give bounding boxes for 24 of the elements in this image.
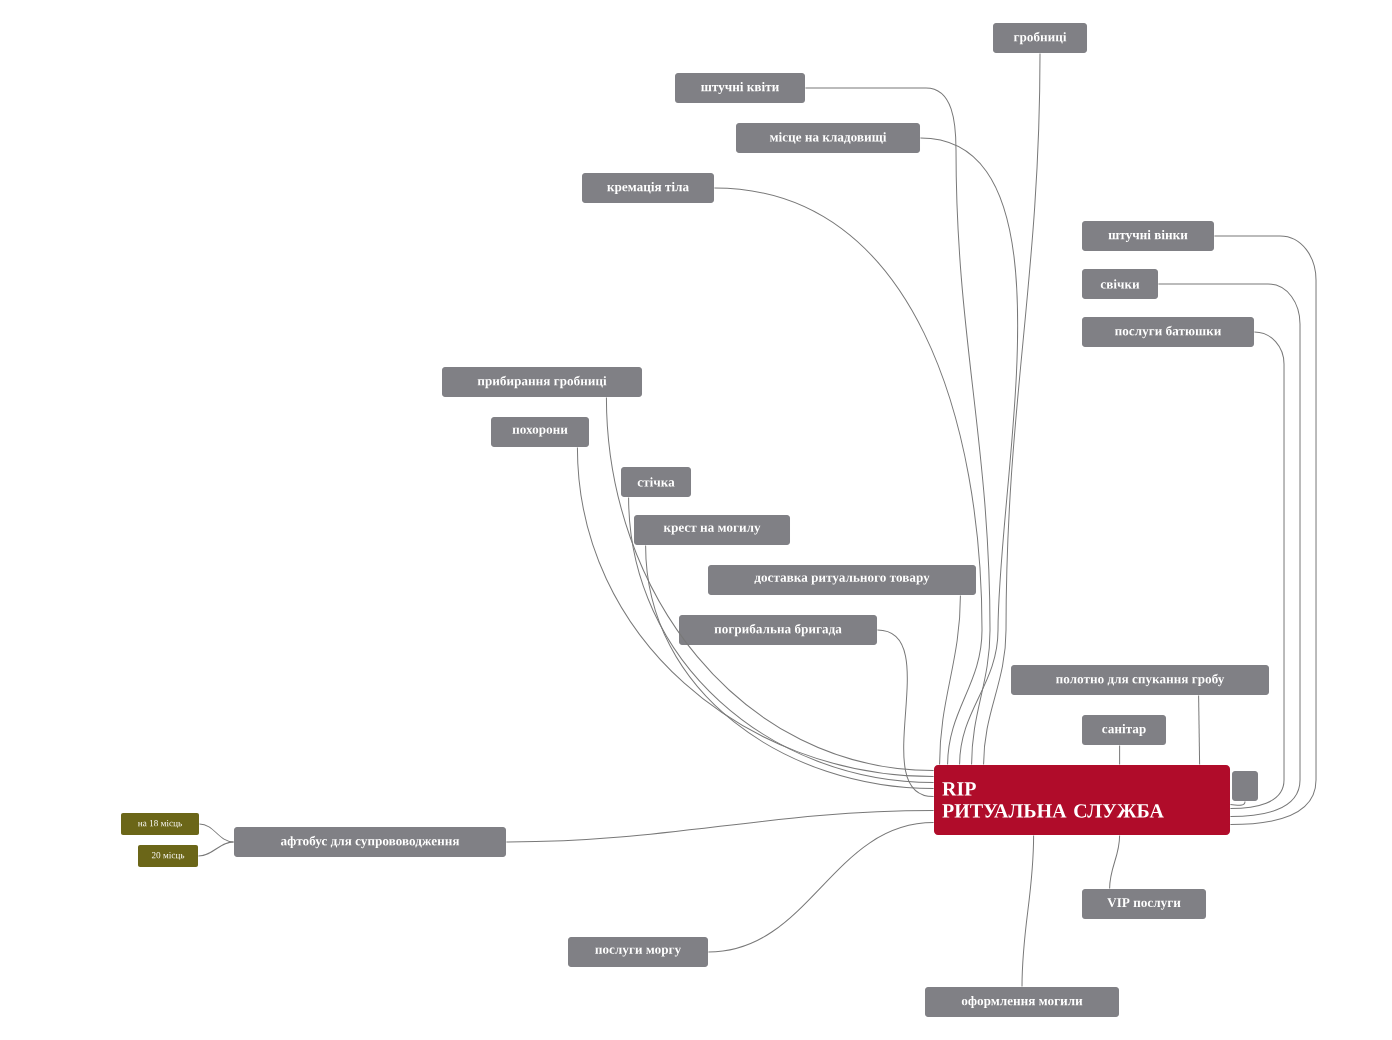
connector-line xyxy=(576,446,935,778)
connector-line xyxy=(804,87,991,766)
connector-line xyxy=(645,544,935,790)
connector-line xyxy=(983,52,1041,766)
connector-line xyxy=(919,137,1019,766)
connector-line xyxy=(876,629,935,798)
connector-line xyxy=(1109,834,1121,890)
connector-line xyxy=(505,810,935,843)
connector-line xyxy=(198,823,235,843)
connector-line xyxy=(939,594,961,766)
central-topic-box: RIP РИТУАЛЬНА СЛУЖБА xyxy=(934,765,1230,835)
connector-line xyxy=(1229,331,1285,810)
connector-line xyxy=(197,841,235,857)
topic-box xyxy=(1232,771,1258,801)
connector-line xyxy=(707,822,935,953)
connector-line xyxy=(1021,834,1035,988)
connector-line xyxy=(1229,800,1246,806)
connector-line xyxy=(628,496,935,784)
connector-line xyxy=(713,187,983,766)
connector-line xyxy=(605,396,935,772)
connector-line xyxy=(1119,744,1121,766)
connector-line xyxy=(1157,283,1301,818)
connector-line xyxy=(1198,694,1201,766)
connector-line xyxy=(1213,235,1317,826)
